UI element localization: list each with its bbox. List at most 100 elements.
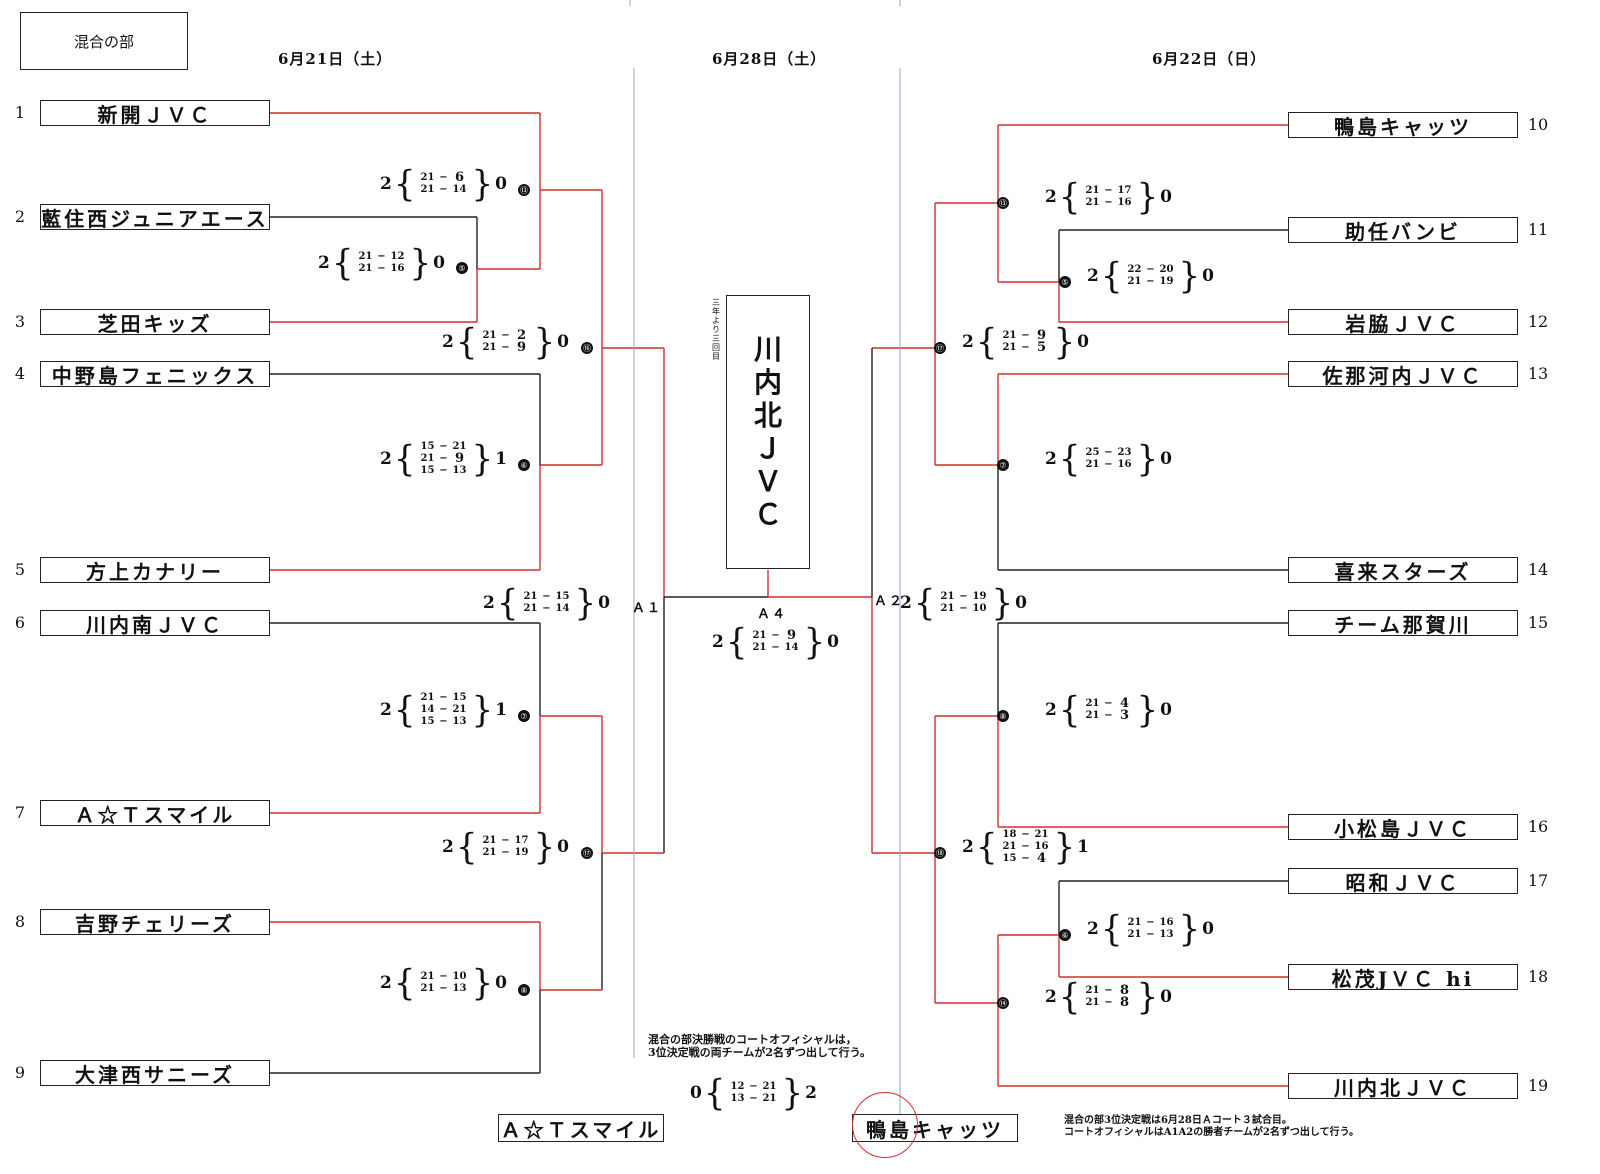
set-score-dash: − xyxy=(501,342,510,353)
brace-close: } xyxy=(1136,438,1159,480)
set-score-row: 21−10 xyxy=(937,603,989,615)
set-score-loser: 13 xyxy=(452,716,467,727)
set-score-winner: 15 xyxy=(420,716,435,727)
match-number-marker: ⑥ xyxy=(518,459,530,471)
brace-open: { xyxy=(1100,908,1123,950)
set-score-loser: 21 xyxy=(762,1093,777,1104)
match-games-won: 2 xyxy=(712,632,724,652)
match-number-marker: ⑤ xyxy=(1059,276,1071,288)
set-score-row: 21−9 xyxy=(749,629,801,642)
match-games-won: 2 xyxy=(1087,266,1099,286)
set-score-dash: − xyxy=(439,184,448,195)
date-center: 6月28日（土） xyxy=(712,50,827,68)
set-score-row: 21−9 xyxy=(417,451,469,466)
set-score-winner: 21 xyxy=(1127,929,1142,940)
brace-open: { xyxy=(1058,176,1081,218)
set-score-dash: − xyxy=(439,716,448,727)
brace-close: } xyxy=(574,582,597,624)
set-score-winner: 21 xyxy=(752,642,767,653)
set-score-dash: − xyxy=(1021,342,1030,353)
set-score-winner: 22 xyxy=(1127,264,1142,275)
team-name-box: 喜来スターズ xyxy=(1288,557,1518,584)
set-score-dash: − xyxy=(1146,929,1155,940)
champion-note: 三年より三回目 xyxy=(712,298,720,361)
set-score-loser: 15 xyxy=(555,591,570,602)
team-name-box: 新開ＪＶＣ xyxy=(40,100,270,127)
set-score-winner: 21 xyxy=(523,591,538,602)
team-seed-number: 17 xyxy=(1527,871,1549,890)
set-score-dash: − xyxy=(439,172,448,183)
match-games-won: 2 xyxy=(1045,700,1057,720)
team-seed-number: 13 xyxy=(1527,364,1549,383)
set-score-dash: − xyxy=(501,835,510,846)
brace-close: } xyxy=(1053,321,1076,363)
set-score-row: 21−12 xyxy=(355,251,407,263)
match-games-lost: 0 xyxy=(495,174,507,194)
match-games-lost: 0 xyxy=(1015,593,1027,613)
brace-close: } xyxy=(781,1072,804,1114)
set-score-winner: 15 xyxy=(420,465,435,476)
champion-char: Ｃ xyxy=(753,498,782,531)
set-score-row: 21−17 xyxy=(1082,185,1134,197)
set-score-winner: 21 xyxy=(482,342,497,353)
set-score-loser: 4 xyxy=(1036,851,1046,866)
set-score-row: 21−19 xyxy=(937,591,989,603)
set-score-row: 21−16 xyxy=(355,263,407,275)
final-officials-note: 混合の部決勝戦のコートオフィシャルは， 3位決定戦の両チームが2名ずつ出して行う… xyxy=(648,1033,871,1059)
match-games-won: 2 xyxy=(962,837,974,857)
set-score-row: 21−6 xyxy=(417,171,469,184)
set-score-winner: 21 xyxy=(1085,185,1100,196)
team-name-box: 助任バンビ xyxy=(1288,217,1518,244)
set-score-loser: 19 xyxy=(972,591,987,602)
brace-open: { xyxy=(496,582,519,624)
match-code-label: Ａ２ xyxy=(874,594,905,609)
match-games-won: 2 xyxy=(318,253,330,273)
set-score-row: 21−9 xyxy=(479,341,531,354)
set-score-loser: 14 xyxy=(452,184,467,195)
set-score-row: 21−13 xyxy=(417,983,469,995)
brace-close: } xyxy=(471,962,494,1004)
set-score-winner: 21 xyxy=(1085,459,1100,470)
set-score-dash: − xyxy=(439,453,448,464)
set-score-dash: − xyxy=(1021,330,1030,341)
set-score-row: 21−3 xyxy=(1082,709,1134,722)
brace-open: { xyxy=(1058,438,1081,480)
team-seed-number: 16 xyxy=(1527,817,1549,836)
match-code-label: Ａ４ xyxy=(757,607,788,622)
set-score-row: 14−21 xyxy=(417,704,469,716)
brace-close: } xyxy=(1136,689,1159,731)
set-score-row: 21−10 xyxy=(417,971,469,983)
set-score-dash: − xyxy=(1146,264,1155,275)
set-score-row: 21−19 xyxy=(1124,276,1176,288)
set-score-winner: 21 xyxy=(752,630,767,641)
set-score-winner: 18 xyxy=(1002,829,1017,840)
brace-open: { xyxy=(913,582,936,624)
set-score-loser: 17 xyxy=(514,835,529,846)
match-number-marker: ⑭ xyxy=(997,997,1009,1009)
set-score-row: 15−13 xyxy=(417,716,469,728)
team-seed-number: 12 xyxy=(1527,312,1549,331)
match-games-lost: 0 xyxy=(1202,266,1214,286)
set-score-loser: 9 xyxy=(454,451,464,466)
set-score-loser: 8 xyxy=(1119,983,1129,998)
set-score-row: 18−21 xyxy=(999,829,1051,841)
set-score-row: 21−14 xyxy=(749,642,801,654)
match-number-marker: ⑰ xyxy=(581,847,593,859)
brace-close: } xyxy=(1178,255,1201,297)
set-score-dash: − xyxy=(542,603,551,614)
set-score-row: 21−17 xyxy=(479,835,531,847)
set-score-winner: 21 xyxy=(1085,698,1100,709)
team-seed-number: 14 xyxy=(1527,560,1549,579)
team-name-box: 昭和ＪＶＣ xyxy=(1288,868,1518,895)
